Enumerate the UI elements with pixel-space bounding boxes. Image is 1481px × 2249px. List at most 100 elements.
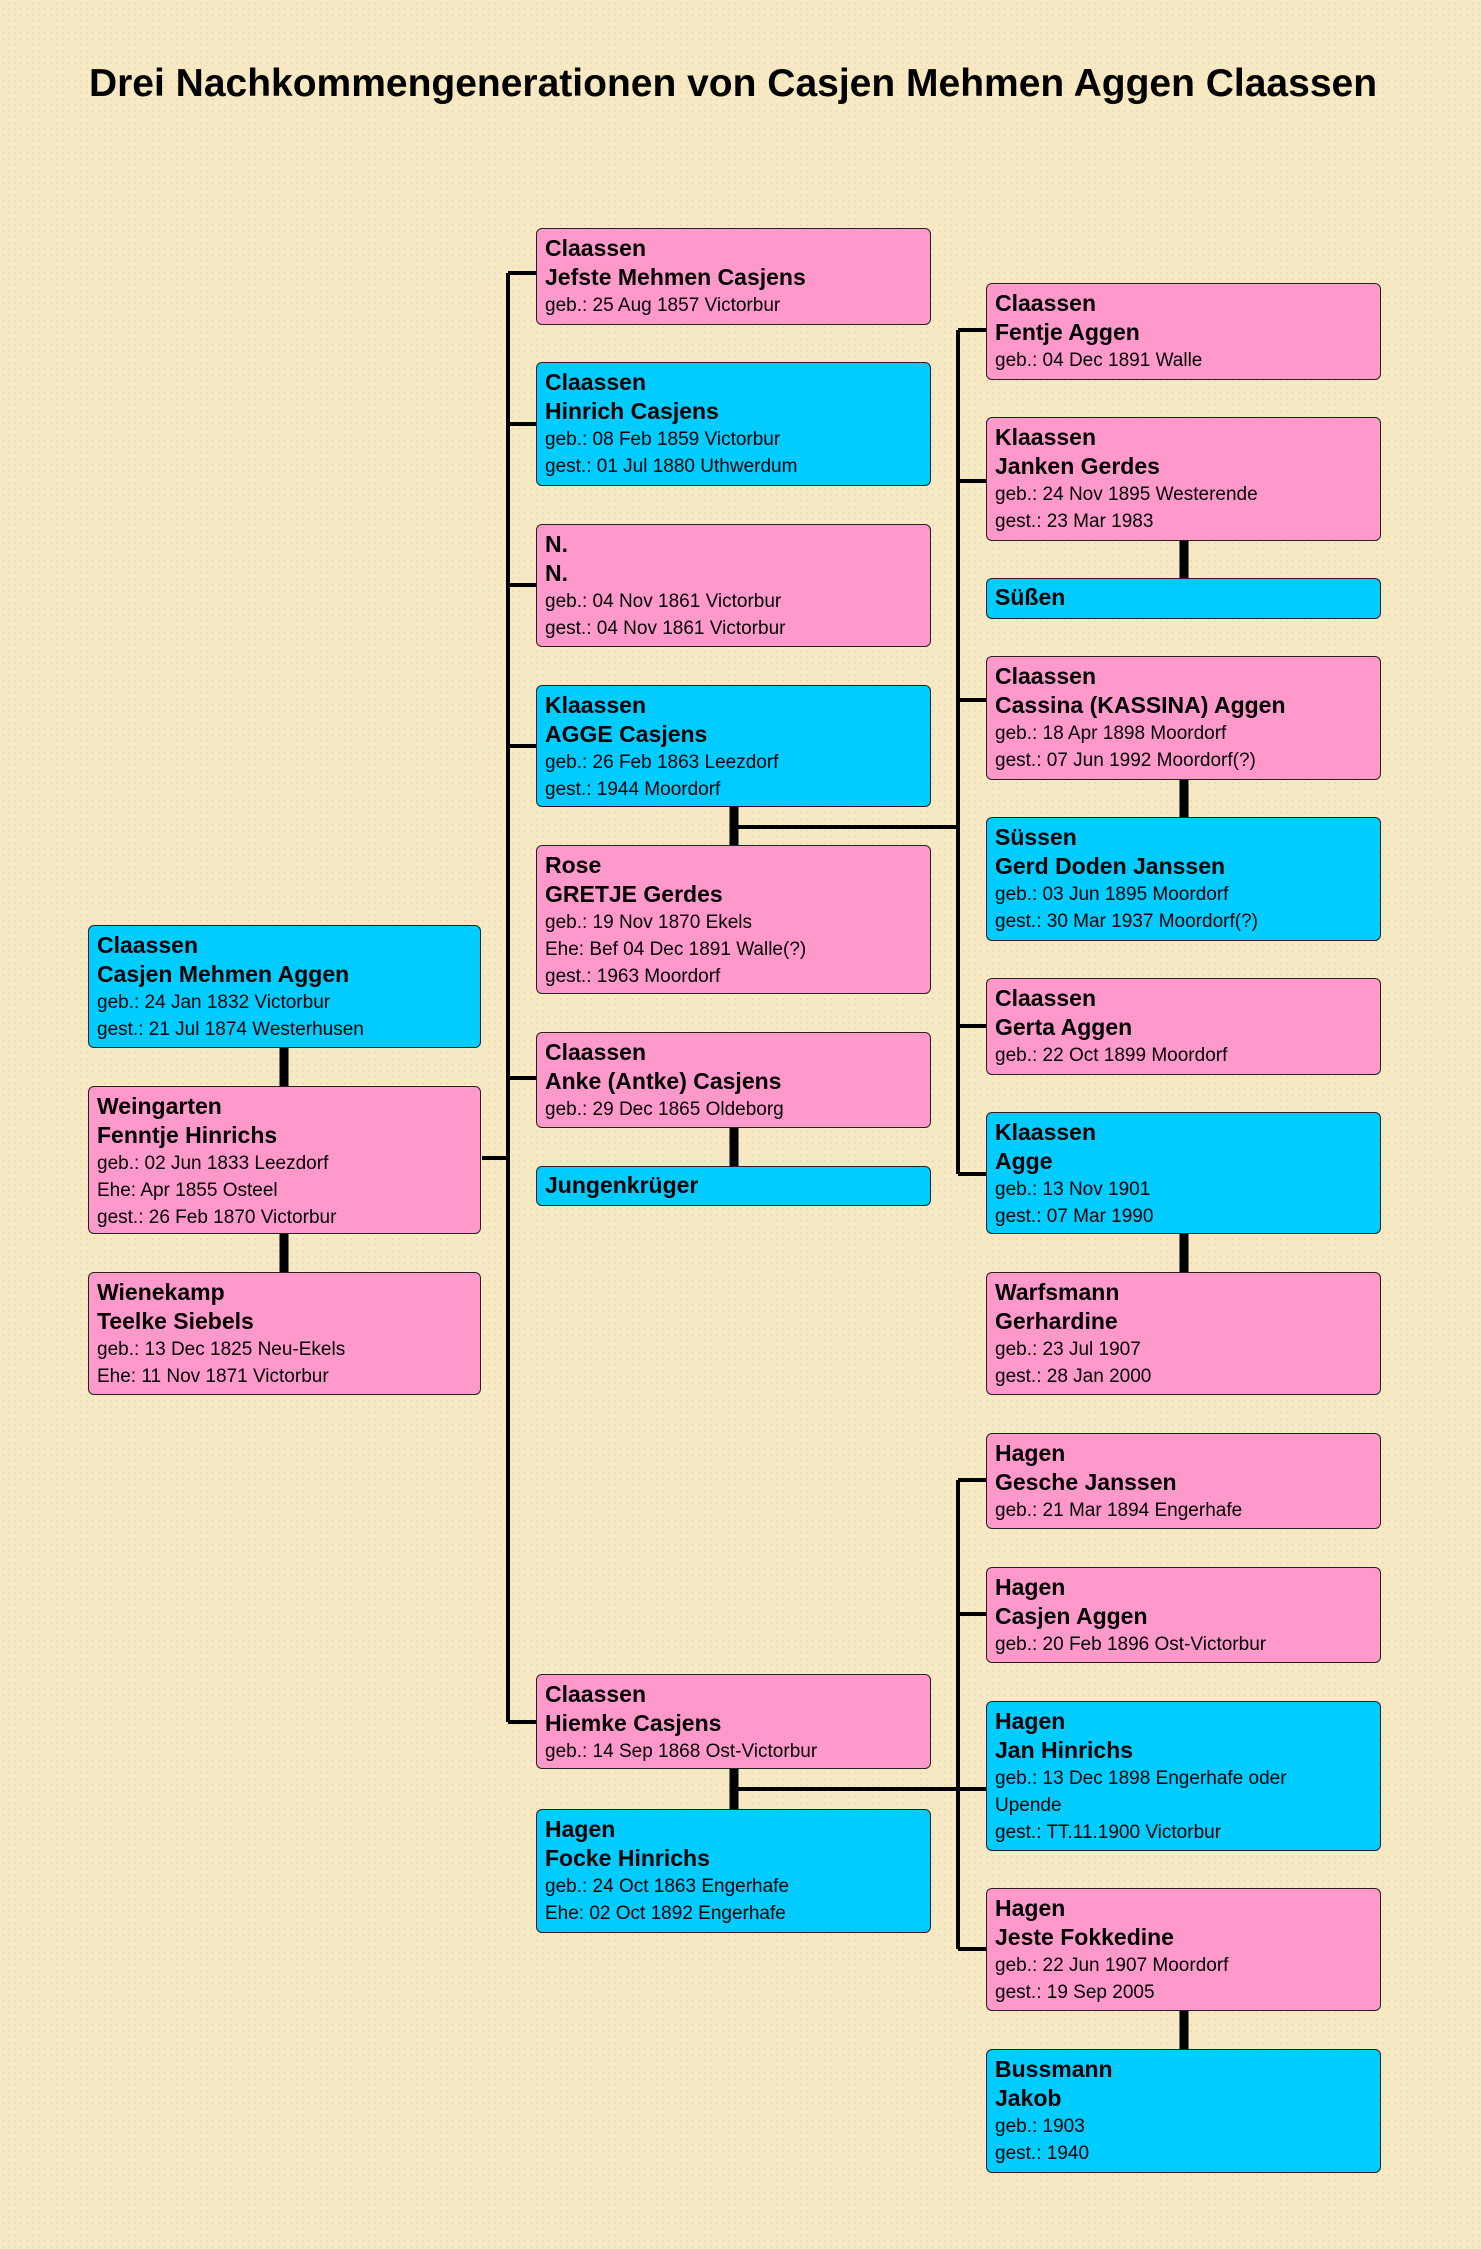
detail-line: geb.: 21 Mar 1894 Engerhafe	[995, 1500, 1243, 1521]
given-name: Jakob	[995, 2085, 1062, 2111]
detail-line: geb.: 02 Jun 1833 Leezdorf	[97, 1153, 329, 1174]
detail-line: gest.: 1940	[995, 2143, 1090, 2164]
given-name: Jan Hinrichs	[995, 1737, 1134, 1763]
surname: Rose	[545, 852, 602, 878]
person-card-gerd-doden-janssen[interactable]: Süssen Gerd Doden Janssen geb.: 03 Jun 1…	[986, 817, 1381, 941]
person-card-focke-hinrichs[interactable]: Hagen Focke Hinrichs geb.: 24 Oct 1863 E…	[536, 1809, 931, 1933]
detail-line: geb.: 04 Dec 1891 Walle	[995, 350, 1203, 371]
detail-line: geb.: 14 Sep 1868 Ost-Victorbur	[545, 1741, 818, 1762]
detail-line: geb.: 24 Oct 1863 Engerhafe	[545, 1876, 790, 1897]
given-name: Teelke Siebels	[97, 1308, 254, 1334]
given-name: Jeste Fokkedine	[995, 1924, 1174, 1950]
person-card-jan-hinrichs[interactable]: Hagen Jan Hinrichs geb.: 13 Dec 1898 Eng…	[986, 1701, 1381, 1851]
detail-line: gest.: 26 Feb 1870 Victorbur	[97, 1207, 337, 1228]
detail-line: geb.: 23 Jul 1907	[995, 1339, 1141, 1360]
person-card-gretje-gerdes[interactable]: Rose GRETJE Gerdes geb.: 19 Nov 1870 Eke…	[536, 845, 931, 994]
detail-line: gest.: 1963 Moordorf	[545, 966, 721, 987]
surname: N.	[545, 531, 568, 557]
surname: Hagen	[545, 1816, 616, 1842]
detail-line: geb.: 19 Nov 1870 Ekels	[545, 912, 753, 933]
person-card-agge-casjens[interactable]: Klaassen AGGE Casjens geb.: 26 Feb 1863 …	[536, 685, 931, 807]
person-card-anke-casjens[interactable]: Claassen Anke (Antke) Casjens geb.: 29 D…	[536, 1032, 931, 1128]
person-card-gerhardine[interactable]: Warfsmann Gerhardine geb.: 23 Jul 1907 g…	[986, 1272, 1381, 1395]
connector-root-to-children	[482, 271, 536, 1724]
given-name: Gerd Doden Janssen	[995, 853, 1226, 879]
given-name: Hinrich Casjens	[545, 398, 719, 424]
detail-line: geb.: 13 Nov 1901	[995, 1179, 1151, 1200]
detail-line: gest.: 23 Mar 1983	[995, 511, 1154, 532]
given-name: Casjen Aggen	[995, 1603, 1148, 1629]
given-name: Agge	[995, 1148, 1053, 1174]
detail-line: Upende	[995, 1795, 1062, 1816]
detail-line: gest.: 28 Jan 2000	[995, 1366, 1152, 1387]
person-card-teelke-siebels[interactable]: Wienekamp Teelke Siebels geb.: 13 Dec 18…	[88, 1272, 481, 1395]
detail-line: geb.: 08 Feb 1859 Victorbur	[545, 429, 781, 450]
chart-title: Drei Nachkommengenerationen von Casjen M…	[88, 62, 1378, 105]
person-card-gerta-aggen[interactable]: Claassen Gerta Aggen geb.: 22 Oct 1899 M…	[986, 978, 1381, 1075]
surname: Hagen	[995, 1708, 1066, 1734]
person-card-fenntje-hinrichs[interactable]: Weingarten Fenntje Hinrichs geb.: 02 Jun…	[88, 1086, 481, 1234]
given-name: Gesche Janssen	[995, 1469, 1177, 1495]
person-card-hiemke-casjens[interactable]: Claassen Hiemke Casjens geb.: 14 Sep 186…	[536, 1674, 931, 1769]
person-card-jefste-mehmen-casjens[interactable]: Claassen Jefste Mehmen Casjens geb.: 25 …	[536, 228, 931, 325]
person-card-n-n[interactable]: N. N. geb.: 04 Nov 1861 Victorbur gest.:…	[536, 524, 931, 647]
detail-line: Ehe: Bef 04 Dec 1891 Walle(?)	[545, 939, 807, 960]
given-name: N.	[545, 560, 568, 586]
surname: Claassen	[995, 663, 1097, 689]
person-card-fentje-aggen[interactable]: Claassen Fentje Aggen geb.: 04 Dec 1891 …	[986, 283, 1381, 380]
surname: Claassen	[545, 369, 647, 395]
detail-line: Ehe: Apr 1855 Osteel	[97, 1180, 278, 1201]
person-card-cassina-aggen[interactable]: Claassen Cassina (KASSINA) Aggen geb.: 1…	[986, 656, 1381, 780]
detail-line: geb.: 25 Aug 1857 Victorbur	[545, 295, 781, 316]
given-name: Cassina (KASSINA) Aggen	[995, 692, 1286, 718]
detail-line: gest.: 07 Mar 1990	[995, 1206, 1154, 1227]
surname: Wienekamp	[97, 1279, 225, 1305]
person-card-casjen-mehmen-aggen[interactable]: Claassen Casjen Mehmen Aggen geb.: 24 Ja…	[88, 925, 481, 1048]
given-name: GRETJE Gerdes	[545, 881, 723, 907]
surname: Klaassen	[995, 1119, 1097, 1145]
detail-line: geb.: 03 Jun 1895 Moordorf	[995, 884, 1229, 905]
given-name: Focke Hinrichs	[545, 1845, 710, 1871]
person-card-casjen-aggen[interactable]: Hagen Casjen Aggen geb.: 20 Feb 1896 Ost…	[986, 1567, 1381, 1663]
given-name: Gerta Aggen	[995, 1014, 1133, 1040]
person-card-hinrich-casjens[interactable]: Claassen Hinrich Casjens geb.: 08 Feb 18…	[536, 362, 931, 486]
given-name: Casjen Mehmen Aggen	[97, 961, 350, 987]
given-name: Hiemke Casjens	[545, 1710, 722, 1736]
person-card-agge[interactable]: Klaassen Agge geb.: 13 Nov 1901 gest.: 0…	[986, 1112, 1381, 1234]
detail-line: gest.: 07 Jun 1992 Moordorf(?)	[995, 750, 1256, 771]
person-card-gesche-janssen[interactable]: Hagen Gesche Janssen geb.: 21 Mar 1894 E…	[986, 1433, 1381, 1529]
detail-line: gest.: 30 Mar 1937 Moordorf(?)	[995, 911, 1258, 932]
detail-line: geb.: 29 Dec 1865 Oldeborg	[545, 1099, 784, 1120]
detail-line: Ehe: 02 Oct 1892 Engerhafe	[545, 1903, 786, 1924]
detail-line: geb.: 04 Nov 1861 Victorbur	[545, 591, 782, 612]
person-card-suessen[interactable]: Süßen	[986, 578, 1381, 619]
person-card-jakob-bussmann[interactable]: Bussmann Jakob geb.: 1903 gest.: 1940	[986, 2049, 1381, 2173]
surname: Bussmann	[995, 2056, 1113, 2082]
surname: Claassen	[545, 235, 647, 261]
detail-line: gest.: 04 Nov 1861 Victorbur	[545, 618, 786, 639]
connector-hiemke-family	[734, 1478, 986, 1951]
given-name: AGGE Casjens	[545, 721, 708, 747]
surname: Jungenkrüger	[545, 1172, 699, 1198]
person-card-jeste-fokkedine[interactable]: Hagen Jeste Fokkedine geb.: 22 Jun 1907 …	[986, 1888, 1381, 2011]
detail-line: gest.: 19 Sep 2005	[995, 1982, 1155, 2003]
detail-line: geb.: 22 Jun 1907 Moordorf	[995, 1955, 1229, 1976]
detail-line: geb.: 13 Dec 1825 Neu-Ekels	[97, 1339, 346, 1360]
detail-line: gest.: 21 Jul 1874 Westerhusen	[97, 1019, 364, 1040]
surname: Süßen	[995, 584, 1066, 610]
detail-line: gest.: 01 Jul 1880 Uthwerdum	[545, 456, 798, 477]
person-card-jungenkrueger[interactable]: Jungenkrüger	[536, 1166, 931, 1206]
detail-line: Ehe: 11 Nov 1871 Victorbur	[97, 1366, 329, 1387]
detail-line: geb.: 26 Feb 1863 Leezdorf	[545, 752, 779, 773]
person-card-janken-gerdes[interactable]: Klaassen Janken Gerdes geb.: 24 Nov 1895…	[986, 417, 1381, 541]
surname: Claassen	[545, 1681, 647, 1707]
surname: Warfsmann	[995, 1279, 1120, 1305]
surname: Hagen	[995, 1574, 1066, 1600]
detail-line: geb.: 13 Dec 1898 Engerhafe oder	[995, 1768, 1287, 1789]
surname: Claassen	[995, 985, 1097, 1011]
surname: Hagen	[995, 1440, 1066, 1466]
detail-line: geb.: 24 Jan 1832 Victorbur	[97, 992, 331, 1013]
surname: Weingarten	[97, 1093, 222, 1119]
surname: Claassen	[97, 932, 199, 958]
